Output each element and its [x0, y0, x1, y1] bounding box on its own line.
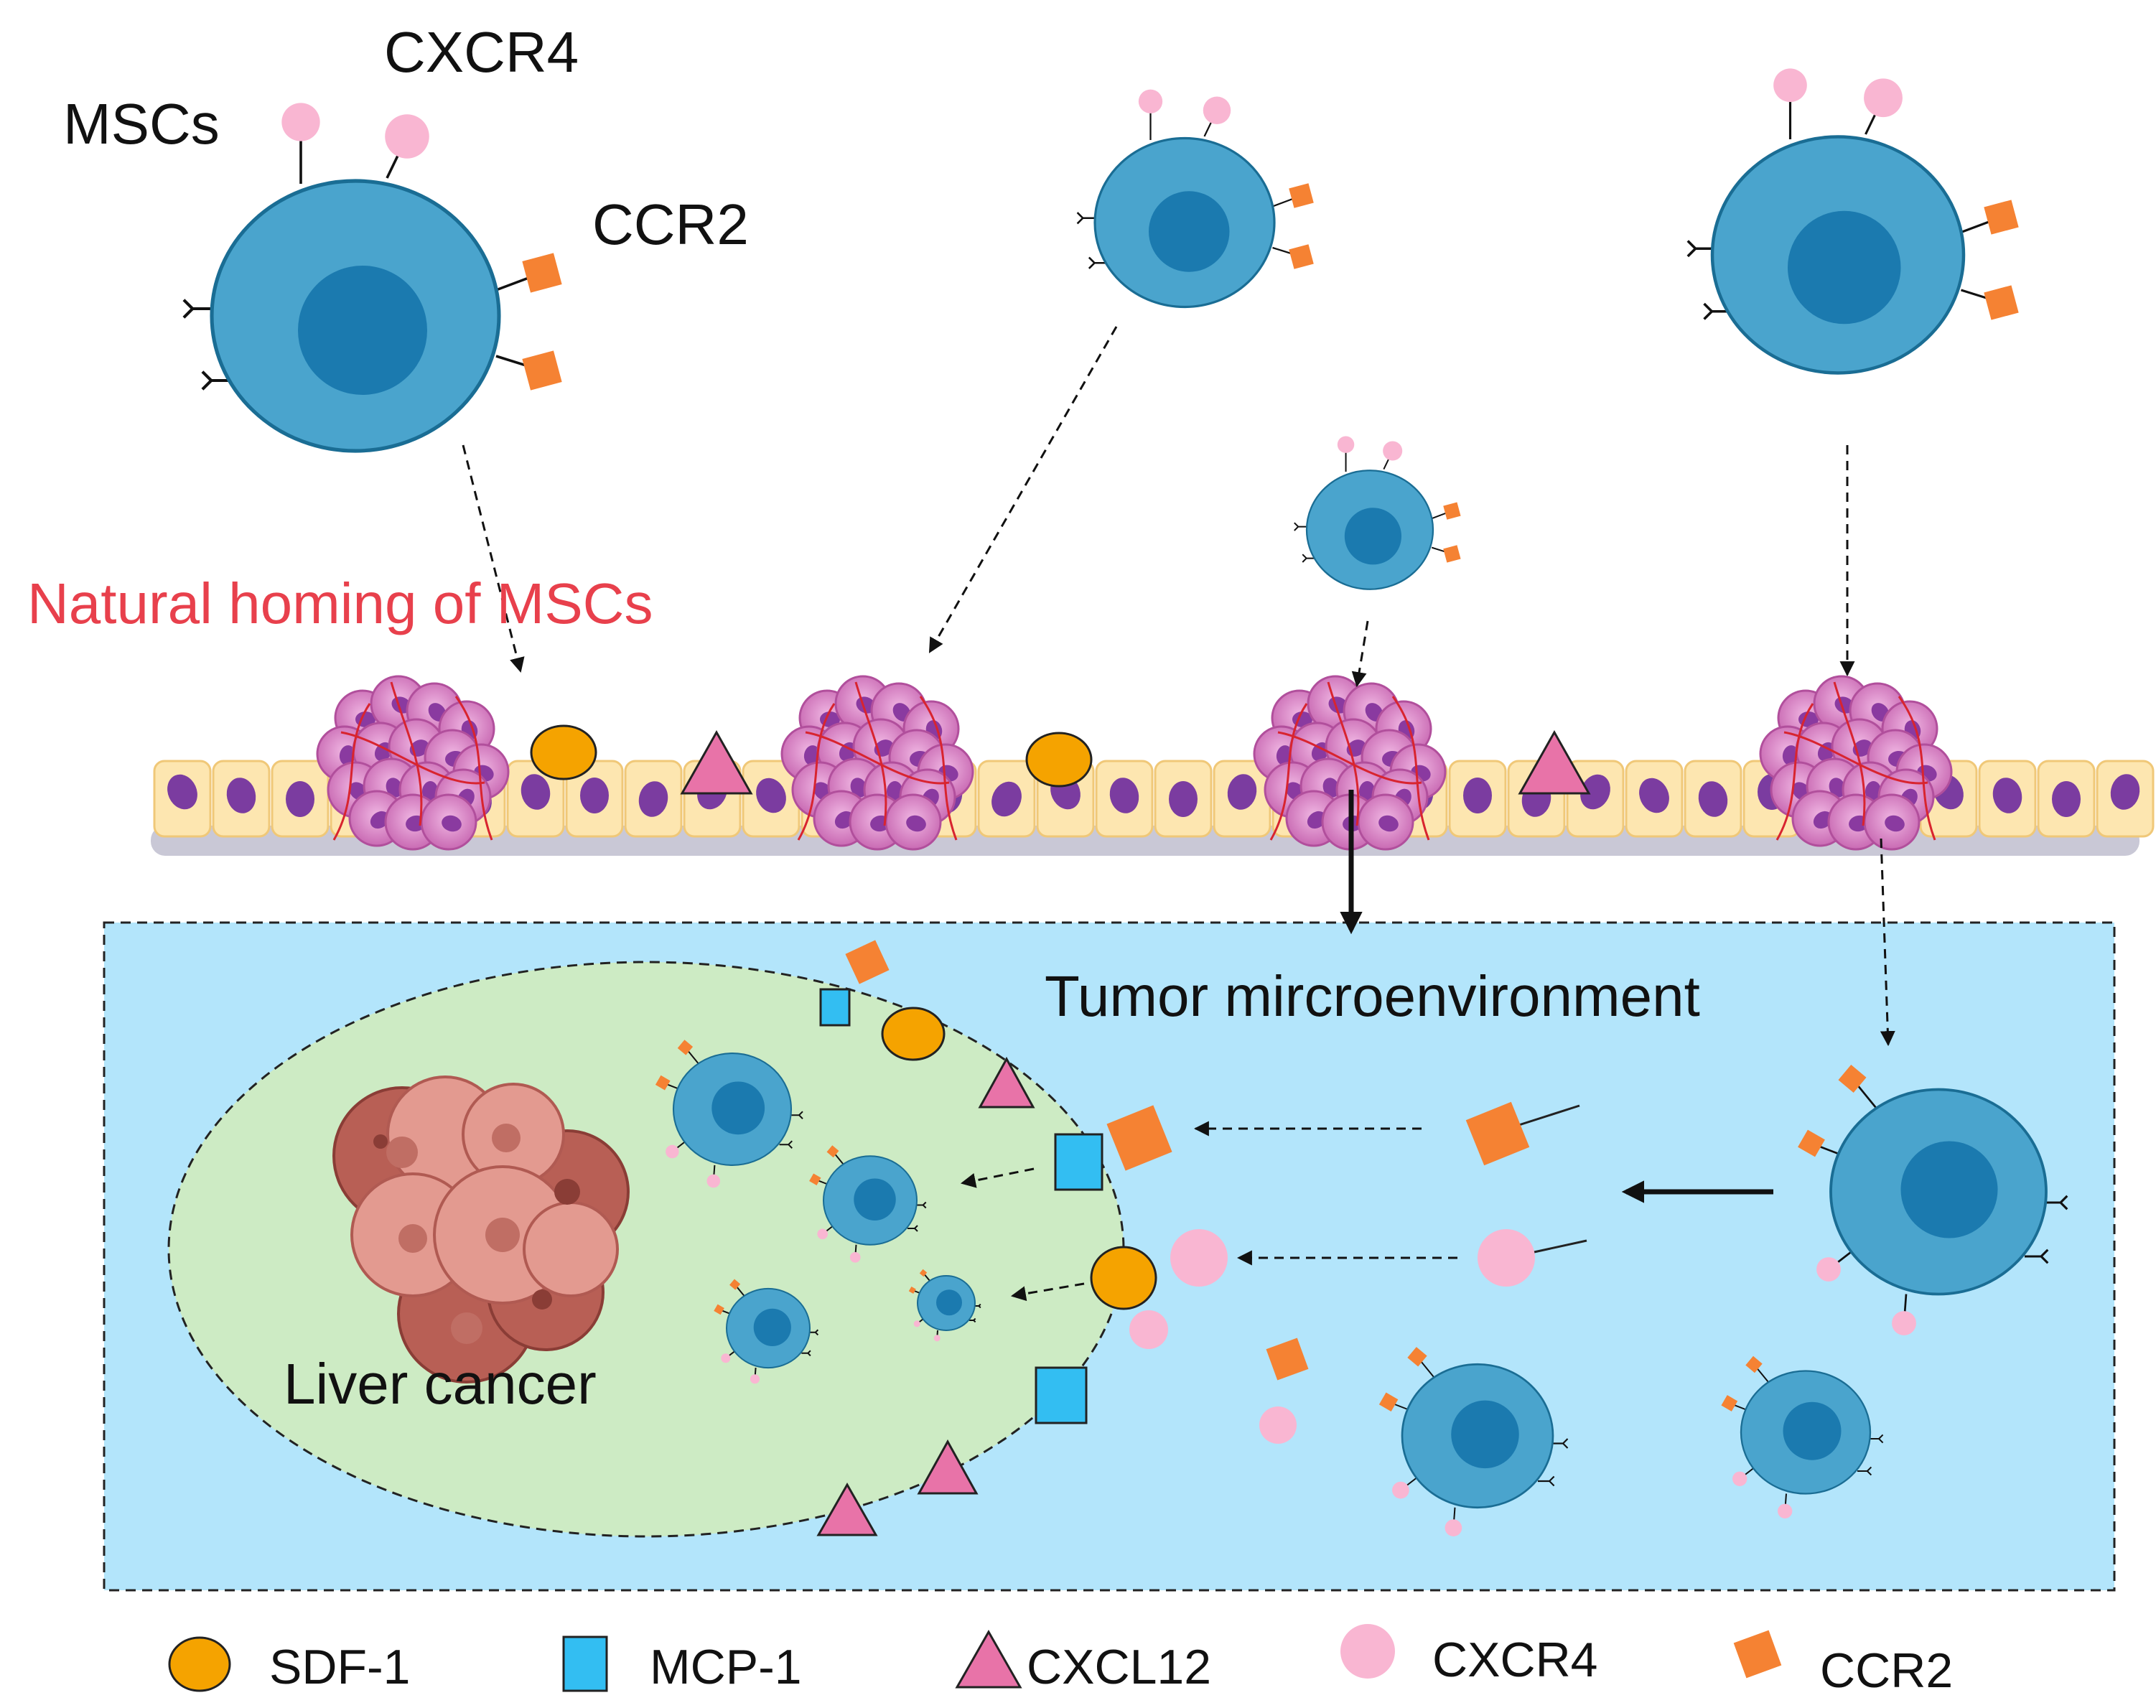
epithelial-cell — [742, 760, 801, 838]
tumor-cluster — [1253, 675, 1447, 851]
arrow-tumor-to-tme-right — [1880, 838, 1895, 1047]
epithelial-cell — [153, 760, 212, 838]
sdf1-on-epithelium-1 — [530, 724, 597, 780]
epithelial-cell — [1095, 760, 1154, 838]
label-tumor-microenvironment: Tumor mircroenvironment — [1045, 964, 1700, 1028]
arrow-msc3-down — [1351, 620, 1369, 688]
tumor-cluster — [1759, 675, 1953, 851]
msc-cell-liver-1 — [655, 1040, 803, 1188]
msc-cell-top-right — [1686, 68, 2019, 375]
arrow-to-small-msc-1 — [960, 1167, 1035, 1188]
msc-cell-liver-2 — [809, 1145, 927, 1263]
msc-cells — [182, 68, 2068, 1536]
legend-cxcr4-symbol — [1340, 1624, 1395, 1679]
msc-cell-liver-3 — [714, 1279, 819, 1384]
legend-cxcl12-label: CXCL12 — [1027, 1640, 1211, 1694]
free-cxcr4-with-stem — [1478, 1229, 1587, 1287]
homing-arrows — [462, 326, 1895, 1302]
arrow-msc2-down — [928, 326, 1118, 653]
legend-ccr2-symbol — [1733, 1630, 1782, 1679]
label-cxcr4: CXCR4 — [384, 20, 579, 84]
label-natural-homing: Natural homing of MSCs — [27, 571, 653, 635]
epithelial-cell — [977, 760, 1036, 838]
msc-cell-tme-bottom-1 — [1378, 1347, 1569, 1536]
ccr2-free-2 — [1266, 1338, 1309, 1381]
msc-cell-top-left — [182, 103, 562, 453]
legend: SDF-1 MCP-1 CXCL12 CXCR4 CCR2 — [168, 1624, 1953, 1698]
msc-cell-liver-4 — [908, 1269, 981, 1342]
cxcl12-on-epithelium-2 — [1518, 729, 1591, 795]
epithelial-cell — [506, 760, 565, 838]
cxcl12-on-liver-border-2 — [917, 1439, 979, 1495]
cxcl12-on-liver-border-1 — [978, 1056, 1035, 1109]
epithelial-cell — [1978, 760, 2037, 838]
cxcr4-free-1 — [1170, 1229, 1228, 1287]
label-liver-cancer: Liver cancer — [284, 1352, 597, 1416]
epithelial-cell — [2037, 760, 2096, 838]
epithelial-cell — [565, 760, 624, 838]
epithelial-cell — [1213, 760, 1271, 838]
epithelial-cell — [1154, 760, 1213, 838]
epithelial-cell — [212, 760, 271, 838]
msc-cell-tme-large — [1798, 1064, 2068, 1335]
epithelial-cell — [271, 760, 330, 838]
cxcl12-on-epithelium-1 — [680, 729, 753, 795]
tumor-cluster — [316, 675, 510, 851]
liver-tumor-mass — [332, 1075, 630, 1383]
epithelial-cell — [1448, 760, 1507, 838]
liver-cancer-zone — [167, 961, 1125, 1538]
mcp1-on-liver-border-1 — [819, 988, 851, 1027]
label-mscs: MSCs — [63, 92, 220, 156]
msc-cell-homing-small — [1294, 436, 1461, 590]
legend-ccr2-label: CCR2 — [1820, 1643, 1953, 1698]
sdf1-on-liver-border-2 — [1090, 1246, 1157, 1310]
tumor-clusters — [316, 675, 1953, 851]
ccr2-on-liver-border — [845, 940, 890, 984]
epithelial-cell — [1625, 760, 1684, 838]
epithelial-cell — [624, 760, 683, 838]
epithelial-cell — [1684, 760, 1742, 838]
ccr2-free-1 — [1106, 1105, 1172, 1171]
arrow-to-small-msc-2 — [1010, 1282, 1085, 1302]
sdf1-on-liver-border-1 — [881, 1007, 946, 1061]
tumor-cluster — [780, 675, 974, 851]
sdf1-on-epithelium-2 — [1025, 732, 1093, 788]
msc-cell-top-middle — [1076, 89, 1314, 309]
legend-sdf1-symbol — [168, 1636, 231, 1692]
cxcl12-on-liver-border-3 — [816, 1482, 878, 1536]
epithelial-cell — [2096, 760, 2155, 838]
mcp1-on-liver-border-2 — [1054, 1133, 1103, 1191]
legend-mcp1-label: MCP-1 — [650, 1640, 802, 1694]
msc-cell-tme-bottom-2 — [1721, 1355, 1884, 1518]
label-ccr2: CCR2 — [592, 192, 749, 256]
free-ccr2-with-stem — [1465, 1101, 1580, 1166]
legend-sdf1-label: SDF-1 — [269, 1640, 410, 1694]
legend-mcp1-symbol — [562, 1635, 608, 1692]
cxcr4-free-2 — [1129, 1310, 1168, 1349]
legend-cxcr4-label: CXCR4 — [1432, 1633, 1598, 1687]
mcp1-on-liver-border-3 — [1035, 1366, 1088, 1424]
cxcr4-free-3 — [1259, 1406, 1297, 1444]
legend-cxcl12-symbol — [955, 1629, 1022, 1689]
arrow-msc1-down — [462, 444, 525, 673]
